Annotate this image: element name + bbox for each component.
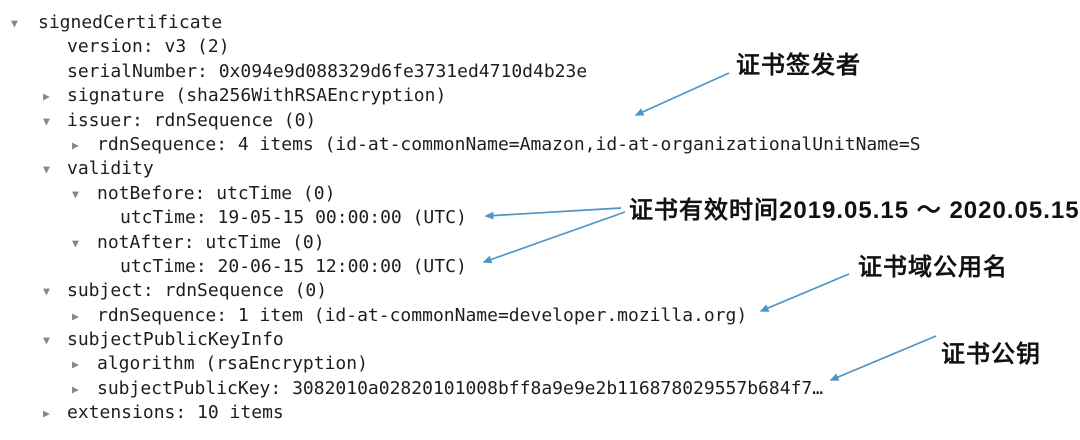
expand-triangle-icon[interactable]: ▼	[72, 235, 79, 250]
tree-row-label: signedCertificate	[38, 12, 223, 33]
tree-row-label: extensions: 10 items	[67, 402, 284, 424]
tree-row-label: issuer: rdnSequence (0)	[67, 109, 317, 131]
tree-row-issuer[interactable]: ▼ issuer: rdnSequence (0)	[0, 109, 1080, 133]
tree-row-subject-rdnsequence[interactable]: ▶ rdnSequence: 1 item (id-at-commonName=d…	[0, 304, 1080, 328]
tree-row-algorithm[interactable]: ▶ algorithm (rsaEncryption)	[0, 352, 1080, 376]
tree-row-validity[interactable]: ▼ validity	[0, 157, 1080, 181]
expand-triangle-icon[interactable]: ▼	[72, 186, 79, 201]
expand-triangle-icon[interactable]: ▼	[11, 16, 18, 30]
tree-row-label: notAfter: utcTime (0)	[97, 231, 325, 253]
collapse-triangle-icon[interactable]: ▶	[72, 308, 79, 323]
tree-row-label: serialNumber: 0x094e9d088329d6fe3731ed47…	[67, 60, 588, 82]
tree-row-not-after-utctime[interactable]: utcTime: 20-06-15 12:00:00 (UTC)	[0, 255, 1080, 279]
tree-row-label: subject: rdnSequence (0)	[67, 280, 328, 302]
collapse-triangle-icon[interactable]: ▶	[72, 381, 79, 396]
tree-row-label: notBefore: utcTime (0)	[97, 182, 336, 204]
annotation-issuer-label: 证书签发者	[736, 52, 861, 79]
tree-row-not-before-utctime[interactable]: utcTime: 19-05-15 00:00:00 (UTC)	[0, 206, 1080, 230]
tree-row-version[interactable]: version: v3 (2)	[0, 35, 1080, 59]
tree-row-subject[interactable]: ▼ subject: rdnSequence (0)	[0, 279, 1080, 303]
tree-row-label: utcTime: 19-05-15 00:00:00 (UTC)	[120, 207, 467, 229]
tree-row-serial-number[interactable]: serialNumber: 0x094e9d088329d6fe3731ed47…	[0, 60, 1080, 84]
expand-triangle-icon[interactable]: ▼	[43, 333, 50, 348]
expand-triangle-icon[interactable]: ▼	[43, 284, 50, 299]
tree-row-issuer-rdnsequence[interactable]: ▶ rdnSequence: 4 items (id-at-commonName=…	[0, 133, 1080, 157]
expand-triangle-icon[interactable]: ▼	[43, 113, 50, 128]
tree-row-label: rdnSequence: 4 items (id-at-commonName=A…	[97, 133, 921, 155]
collapse-triangle-icon[interactable]: ▶	[72, 357, 79, 372]
collapse-triangle-icon[interactable]: ▶	[43, 406, 50, 421]
tree-row-subject-public-key[interactable]: ▶ subjectPublicKey: 3082010a02820101008bf…	[0, 377, 1080, 401]
annotation-validity-label: 证书有效时间2019.05.15 ～ 2020.05.15	[629, 197, 1080, 224]
tree-row-label: validity	[67, 158, 154, 180]
collapse-triangle-icon[interactable]: ▶	[72, 137, 79, 152]
tree-row-label: rdnSequence: 1 item (id-at-commonName=de…	[97, 304, 748, 326]
annotation-common-name-label: 证书域公用名	[858, 254, 1008, 281]
collapse-triangle-icon[interactable]: ▶	[43, 89, 50, 104]
tree-row-signed-certificate[interactable]: ▼ signedCertificate	[0, 11, 1080, 35]
expand-triangle-icon[interactable]: ▼	[43, 162, 50, 177]
tree-row-label: signature (sha256WithRSAEncryption)	[67, 85, 447, 107]
tree-row-label: subjectPublicKeyInfo	[67, 329, 284, 351]
tree-row-subject-public-key-info[interactable]: ▼ subjectPublicKeyInfo	[0, 328, 1080, 352]
tree-row-signature[interactable]: ▶ signature (sha256WithRSAEncryption)	[0, 84, 1080, 108]
certificate-tree: ▼ signedCertificate version: v3 (2) seria…	[0, 11, 1080, 426]
tree-row-not-before[interactable]: ▼ notBefore: utcTime (0)	[0, 182, 1080, 206]
tree-row-not-after[interactable]: ▼ notAfter: utcTime (0)	[0, 231, 1080, 255]
tree-row-label: utcTime: 20-06-15 12:00:00 (UTC)	[120, 255, 467, 277]
tree-row-label: subjectPublicKey: 3082010a02820101008bff…	[97, 377, 824, 399]
tree-row-label: algorithm (rsaEncryption)	[97, 353, 368, 375]
tree-row-extensions[interactable]: ▶ extensions: 10 items	[0, 401, 1080, 425]
tree-row-label: version: v3 (2)	[67, 36, 230, 58]
annotation-public-key-label: 证书公钥	[941, 341, 1041, 368]
